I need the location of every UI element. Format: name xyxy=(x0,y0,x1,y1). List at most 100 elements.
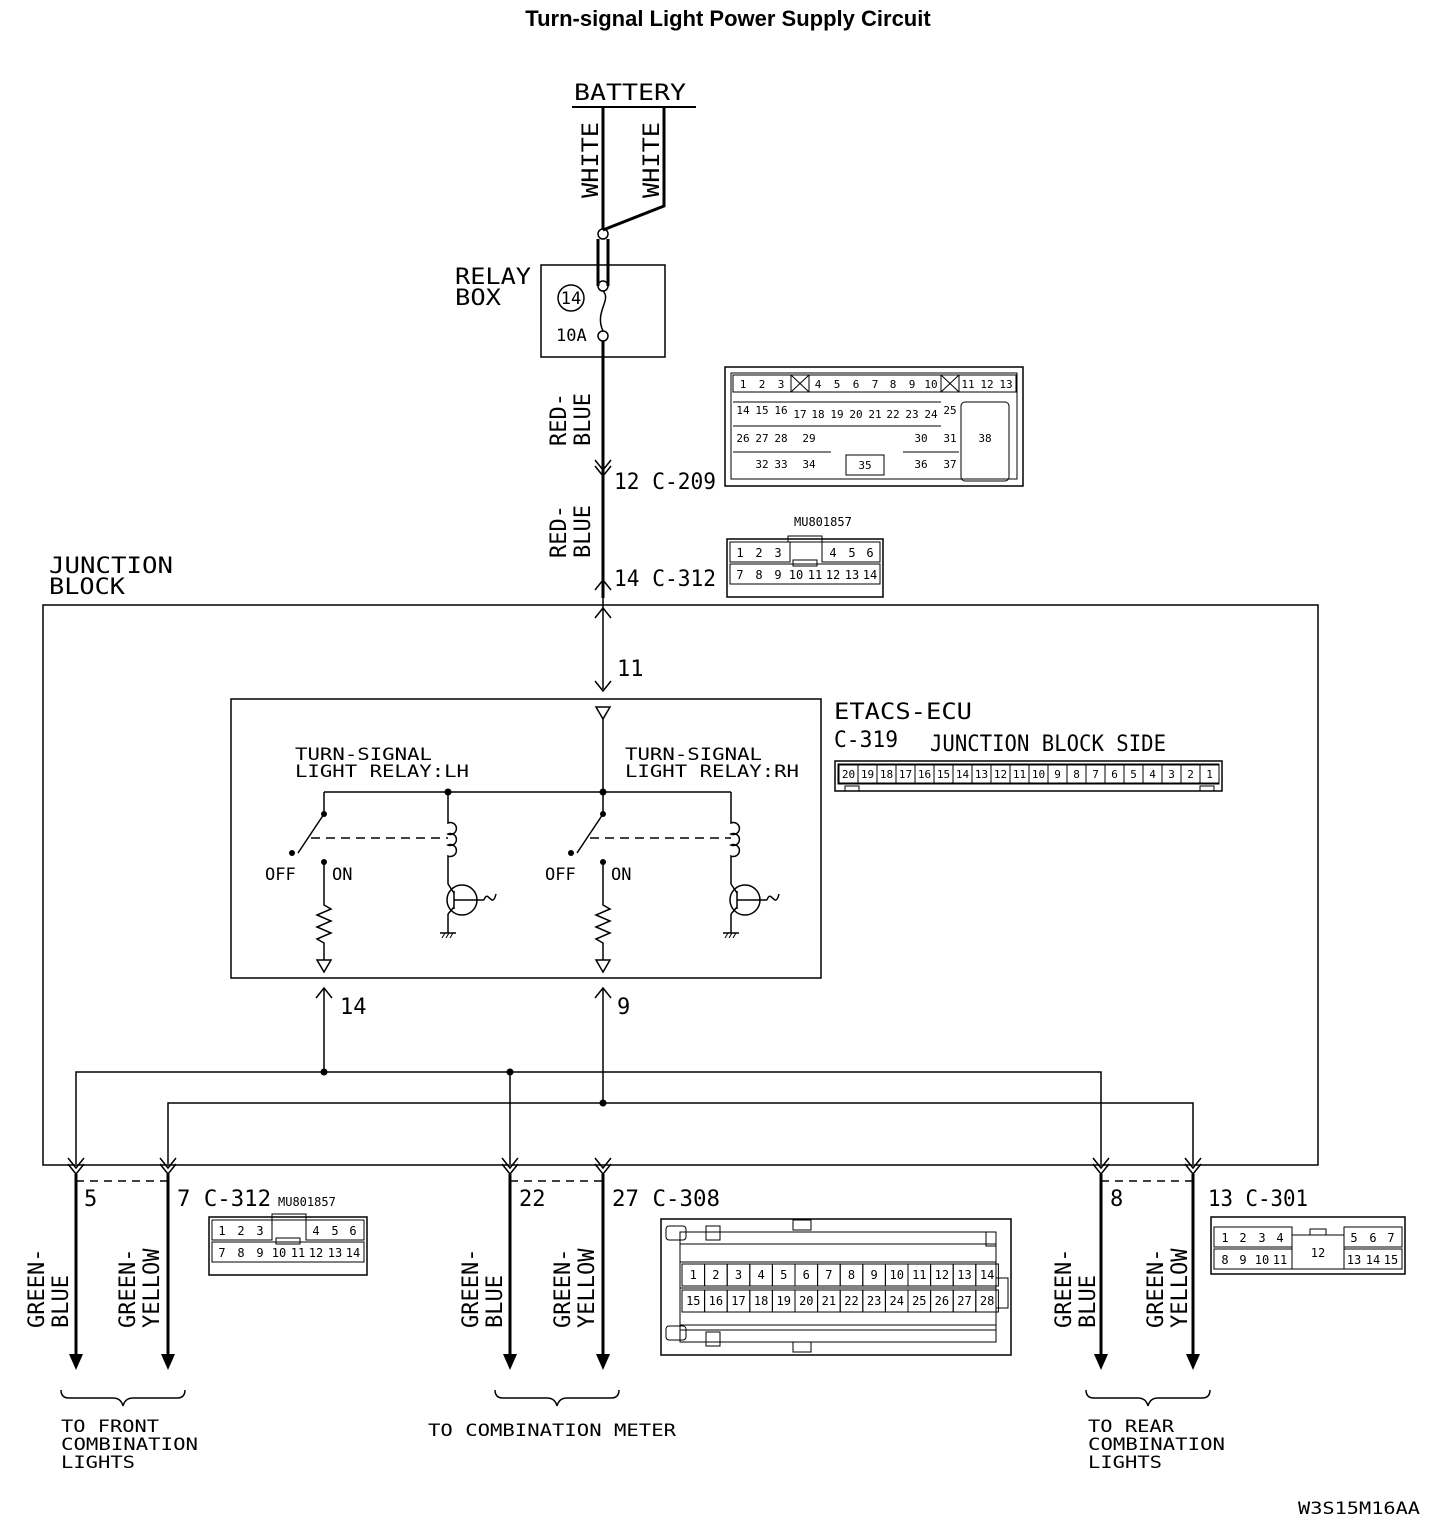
c308-pin: 4 xyxy=(757,1268,764,1282)
c308-pin: 9 xyxy=(870,1268,877,1282)
dest-rear-line1: TO REAR xyxy=(1088,1417,1175,1437)
splice-point xyxy=(597,228,609,240)
c308-pin: 23 xyxy=(867,1294,881,1308)
relay-lh-line2: LIGHT RELAY:LH xyxy=(295,762,469,782)
svg-text:34: 34 xyxy=(802,458,816,471)
relay-lh-line1: TURN-SIGNAL xyxy=(295,745,432,765)
svg-text:24: 24 xyxy=(924,408,938,421)
fuse-number: 14 xyxy=(561,289,581,309)
etacs-connector: C-319 xyxy=(834,728,898,753)
svg-text:13: 13 xyxy=(328,1246,342,1260)
c308-pin: 8 xyxy=(848,1268,855,1282)
svg-text:36: 36 xyxy=(914,458,927,471)
c319-pin: 9 xyxy=(1054,768,1061,781)
svg-text:11: 11 xyxy=(291,1246,305,1260)
figure-code: W3S15M16AA xyxy=(1298,1499,1420,1519)
svg-text:1: 1 xyxy=(1221,1231,1228,1245)
c308-pin: 17 xyxy=(731,1294,745,1308)
c308-pin: 20 xyxy=(799,1294,813,1308)
svg-text:15: 15 xyxy=(755,404,768,417)
svg-text:2: 2 xyxy=(755,546,762,560)
c319-pin: 1 xyxy=(1206,768,1213,781)
c308-pin: 3 xyxy=(735,1268,742,1282)
c308-pin: 27 xyxy=(957,1294,971,1308)
svg-text:22: 22 xyxy=(886,408,899,421)
svg-text:14: 14 xyxy=(863,568,877,582)
c308-pin: 21 xyxy=(822,1294,836,1308)
rear-green-label-2: GREEN- xyxy=(1144,1249,1169,1328)
svg-text:5: 5 xyxy=(331,1224,338,1238)
c312-out-pin-b: 7 C-312 xyxy=(177,1187,271,1212)
svg-text:1: 1 xyxy=(736,546,743,560)
svg-text:6: 6 xyxy=(349,1224,356,1238)
dest-meter: TO COMBINATION METER xyxy=(428,1421,677,1441)
c319-pin: 4 xyxy=(1149,768,1156,781)
c308-pin: 25 xyxy=(912,1294,926,1308)
junction-block-line1: JUNCTION xyxy=(49,554,173,579)
front-brace xyxy=(60,1389,186,1407)
c308-pin: 22 xyxy=(844,1294,858,1308)
white-wire-2 xyxy=(602,107,666,232)
c308-pin: 12 xyxy=(935,1268,949,1282)
svg-text:3: 3 xyxy=(1258,1231,1265,1245)
lh-off-label: OFF xyxy=(265,865,296,885)
c319-pin: 7 xyxy=(1092,768,1099,781)
svg-text:1: 1 xyxy=(740,378,747,391)
svg-text:9: 9 xyxy=(1239,1253,1246,1267)
rh-bus xyxy=(167,1102,1194,1164)
c312-out-part-no: MU801857 xyxy=(278,1195,336,1209)
rear-green-label-1: GREEN- xyxy=(1052,1249,1077,1328)
rh-off-label: OFF xyxy=(545,865,576,885)
c319-pin: 8 xyxy=(1073,768,1080,781)
c308-pin: 14 xyxy=(980,1268,994,1282)
blue-wire-label-1: BLUE xyxy=(571,393,596,446)
c319-pin-cell xyxy=(1199,764,1220,784)
front-blue-label: BLUE xyxy=(49,1275,74,1328)
svg-text:26: 26 xyxy=(736,432,749,445)
svg-text:7: 7 xyxy=(872,378,879,391)
svg-text:16: 16 xyxy=(774,404,787,417)
output-terminals xyxy=(67,1157,1202,1182)
svg-text:31: 31 xyxy=(943,432,956,445)
c308-pin: 16 xyxy=(709,1294,723,1308)
svg-text:14: 14 xyxy=(736,404,750,417)
svg-text:5: 5 xyxy=(848,546,855,560)
c308-pin: 6 xyxy=(803,1268,810,1282)
svg-text:38: 38 xyxy=(978,432,991,445)
svg-text:12: 12 xyxy=(826,568,840,582)
fuse-number-circle xyxy=(557,284,585,312)
dest-front-line1: TO FRONT xyxy=(61,1417,159,1437)
c308-pin: 24 xyxy=(889,1294,903,1308)
svg-text:7: 7 xyxy=(1387,1231,1394,1245)
svg-text:15: 15 xyxy=(1384,1253,1398,1267)
svg-text:4: 4 xyxy=(815,378,822,391)
meter-brace xyxy=(494,1389,620,1407)
svg-text:3: 3 xyxy=(256,1224,263,1238)
c308-pin: 19 xyxy=(776,1294,790,1308)
etacs-ecu-box xyxy=(230,698,822,979)
svg-text:33: 33 xyxy=(774,458,787,471)
ecu-input-terminal xyxy=(594,706,612,721)
fuse-element xyxy=(599,290,607,332)
dest-front-line2: COMBINATION xyxy=(61,1435,198,1455)
dest-front-line3: LIGHTS xyxy=(61,1453,135,1473)
svg-text:35: 35 xyxy=(858,459,871,472)
front-green-label-1: GREEN- xyxy=(25,1249,50,1328)
svg-text:6: 6 xyxy=(853,378,860,391)
c301-connector: 1 2 3 4 5 6 7 8 9 10 11 12 13 14 15 xyxy=(1210,1216,1406,1275)
svg-text:12: 12 xyxy=(980,378,993,391)
svg-text:28: 28 xyxy=(774,432,787,445)
fuse-rating: 10A xyxy=(556,326,587,346)
svg-text:14: 14 xyxy=(346,1246,360,1260)
c308-pin: 15 xyxy=(686,1294,700,1308)
c209-connector: 1 2 3 4 5 6 7 8 9 10 11 12 13 14 15 16 1… xyxy=(724,366,1024,487)
relay-box-line2: BOX xyxy=(455,286,502,311)
battery-label: BATTERY xyxy=(574,81,686,106)
svg-text:21: 21 xyxy=(868,408,881,421)
c319-pin: 15 xyxy=(937,768,950,781)
svg-text:2: 2 xyxy=(237,1224,244,1238)
c308-pin: 18 xyxy=(754,1294,768,1308)
c308-pin-a: 22 xyxy=(519,1187,546,1212)
